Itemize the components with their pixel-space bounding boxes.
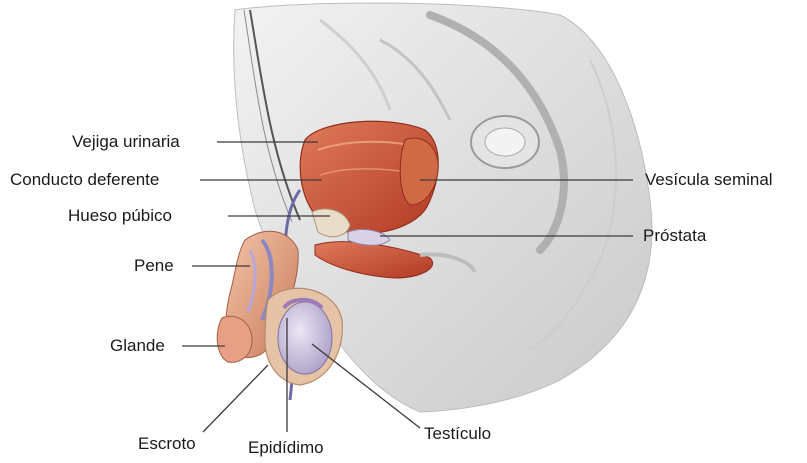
label-prostata: Próstata: [643, 226, 706, 246]
label-vesicula-seminal: Vesícula seminal: [645, 170, 773, 190]
label-vejiga-urinaria: Vejiga urinaria: [72, 132, 180, 152]
label-escroto: Escroto: [138, 434, 196, 454]
label-conducto-deferente: Conducto deferente: [10, 170, 159, 190]
label-testiculo: Testículo: [424, 424, 491, 444]
label-pene: Pene: [134, 256, 174, 276]
label-hueso-pubico: Hueso púbico: [68, 206, 172, 226]
leader-escroto: [203, 365, 268, 432]
label-glande: Glande: [110, 336, 165, 356]
label-epididimo: Epidídimo: [248, 438, 324, 458]
